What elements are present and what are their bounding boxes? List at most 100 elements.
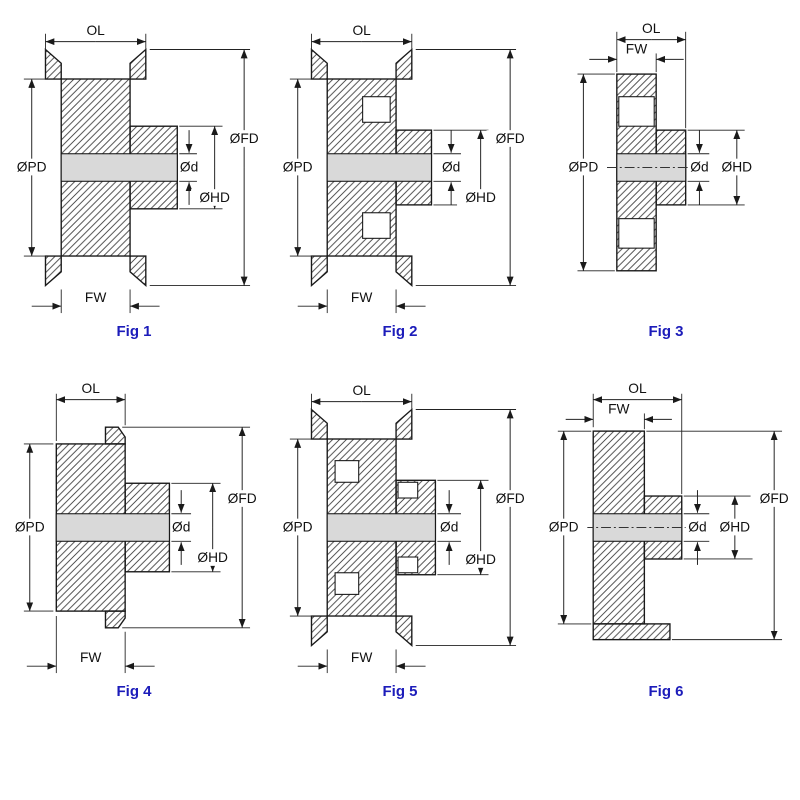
fig2-drawing: OL FW ØPD Ød xyxy=(274,23,530,314)
flange-bottom-right xyxy=(129,255,147,288)
clearance-hole-top xyxy=(334,460,360,483)
fig1-label-d: Ød xyxy=(180,159,198,174)
relief-bottom xyxy=(618,218,655,249)
flange-top-right xyxy=(395,407,413,440)
fig1-dim-fw: FW xyxy=(31,289,160,314)
fig5-dim-fw: FW xyxy=(297,649,426,674)
fig3-dim-pd: ØPD xyxy=(559,73,615,272)
fig5-label-pd: ØPD xyxy=(283,519,313,534)
flange-bottom-right xyxy=(395,615,413,648)
flange-bottom-right xyxy=(395,255,413,288)
bore xyxy=(326,513,436,542)
fig2-caption: Fig 2 xyxy=(382,323,418,340)
fig4-label-fw: FW xyxy=(80,650,101,665)
figure-4: OL FW ØPD Ød xyxy=(1,380,267,700)
fig1-dim-pd: ØPD xyxy=(8,78,60,257)
fig3-dim-fw: FW xyxy=(589,41,684,73)
fig5-label-fw: FW xyxy=(351,650,372,665)
fig6-dim-hd: ØHD xyxy=(683,495,759,560)
fig1-label-fw: FW xyxy=(85,290,106,305)
fig6-label-hd: ØHD xyxy=(720,519,751,534)
fig3-label-fw: FW xyxy=(626,41,647,56)
fig5-dim-hd: ØHD xyxy=(437,479,505,576)
clearance-hole-top xyxy=(362,96,391,123)
fig4-part-cross-section xyxy=(55,426,171,629)
relief-top xyxy=(618,96,655,127)
fig5-part-cross-section xyxy=(310,407,437,648)
fig3-drawing: OL FW ØPD Ød xyxy=(559,21,761,272)
fig5-label-d: Ød xyxy=(440,519,458,534)
fig1-drawing: OL FW ØPD Ød xyxy=(8,23,264,314)
fig2-dim-fd: ØFD xyxy=(415,49,530,286)
fig5-dim-pd: ØPD xyxy=(274,438,326,617)
fig1-dim-hd: ØHD xyxy=(179,125,239,210)
fig3-label-hd: ØHD xyxy=(722,159,753,174)
flange-foot xyxy=(592,623,671,641)
flange-bottom-left xyxy=(44,255,62,288)
fig6-label-pd: ØPD xyxy=(549,519,579,534)
fig4-dim-ol: OL xyxy=(55,381,126,441)
fig3-dim-ol: OL xyxy=(616,21,687,129)
fig3-label-pd: ØPD xyxy=(568,159,598,174)
figures-grid: OL FW ØPD Ød xyxy=(1,20,799,700)
fig6-part-cross-section xyxy=(583,430,686,641)
fig3-part-cross-section xyxy=(606,73,688,272)
fig4-drawing: OL FW ØPD Ød xyxy=(6,381,262,674)
flange-step-top xyxy=(104,426,126,445)
fig6-drawing: OL FW ØPD Ød xyxy=(540,381,794,641)
fig5-label-hd: ØHD xyxy=(465,552,496,567)
fig6-label-fw: FW xyxy=(608,401,629,416)
fig1-label-ol: OL xyxy=(86,23,105,38)
fig6-dim-fd: ØFD xyxy=(646,430,794,641)
fig2-dim-hd: ØHD xyxy=(433,129,505,206)
fig2-dim-d: Ød xyxy=(433,130,461,205)
flange-step-bottom xyxy=(104,610,126,629)
fig3-dim-hd: ØHD xyxy=(687,129,761,206)
fig2-label-ol: OL xyxy=(352,23,371,38)
flange-bottom-left xyxy=(310,615,328,648)
figure-6: OL FW ØPD Ød xyxy=(533,380,799,700)
fig5-label-ol: OL xyxy=(352,383,371,398)
hub-relief-top xyxy=(397,481,419,499)
fig1-label-fd: ØFD xyxy=(230,131,259,146)
fig3-label-ol: OL xyxy=(642,21,661,36)
fig2-dim-ol: OL xyxy=(311,23,413,54)
fig6-label-d: Ød xyxy=(688,519,706,534)
fig1-dim-fd: ØFD xyxy=(149,49,264,286)
fig4-dim-d: Ød xyxy=(171,490,192,565)
fig2-label-d: Ød xyxy=(442,159,460,174)
fig3-caption: Fig 3 xyxy=(648,323,684,340)
fig4-label-fd: ØFD xyxy=(228,491,257,506)
fig1-dim-d: Ød xyxy=(179,130,198,205)
figure-3: OL FW ØPD Ød xyxy=(533,20,799,340)
flange-top-left xyxy=(310,407,328,440)
fig2-label-fw: FW xyxy=(351,290,372,305)
fig1-label-pd: ØPD xyxy=(17,159,47,174)
hub-relief-bottom xyxy=(397,556,419,574)
fig4-label-pd: ØPD xyxy=(15,519,45,534)
fig6-label-ol: OL xyxy=(628,381,647,396)
fig1-label-hd: ØHD xyxy=(199,190,230,205)
fig4-dim-fd: ØFD xyxy=(122,426,262,629)
fig1-dim-ol: OL xyxy=(45,23,147,54)
fig5-dim-fd: ØFD xyxy=(415,409,530,646)
fig6-label-fd: ØFD xyxy=(760,491,789,506)
fig2-dim-pd: ØPD xyxy=(274,78,326,257)
fig4-label-hd: ØHD xyxy=(197,550,228,565)
fig3-dim-d: Ød xyxy=(687,130,710,205)
fig1-part-cross-section xyxy=(44,47,178,288)
figure-1: OL FW ØPD Ød xyxy=(1,20,267,340)
figure-5: OL FW ØPD Ød xyxy=(267,380,533,700)
fig6-dim-pd: ØPD xyxy=(540,430,592,625)
fig6-dim-d: Ød xyxy=(683,490,710,565)
fig6-dim-fw: FW xyxy=(565,401,672,430)
fig5-dim-ol: OL xyxy=(311,383,413,414)
fig2-label-pd: ØPD xyxy=(283,159,313,174)
bore xyxy=(60,153,178,182)
flange-top-left xyxy=(44,47,62,80)
fig6-dim-ol: OL xyxy=(592,381,683,495)
figure-2: OL FW ØPD Ød xyxy=(267,20,533,340)
fig5-caption: Fig 5 xyxy=(382,683,418,700)
fig3-label-d: Ød xyxy=(690,159,708,174)
bore xyxy=(326,153,433,182)
